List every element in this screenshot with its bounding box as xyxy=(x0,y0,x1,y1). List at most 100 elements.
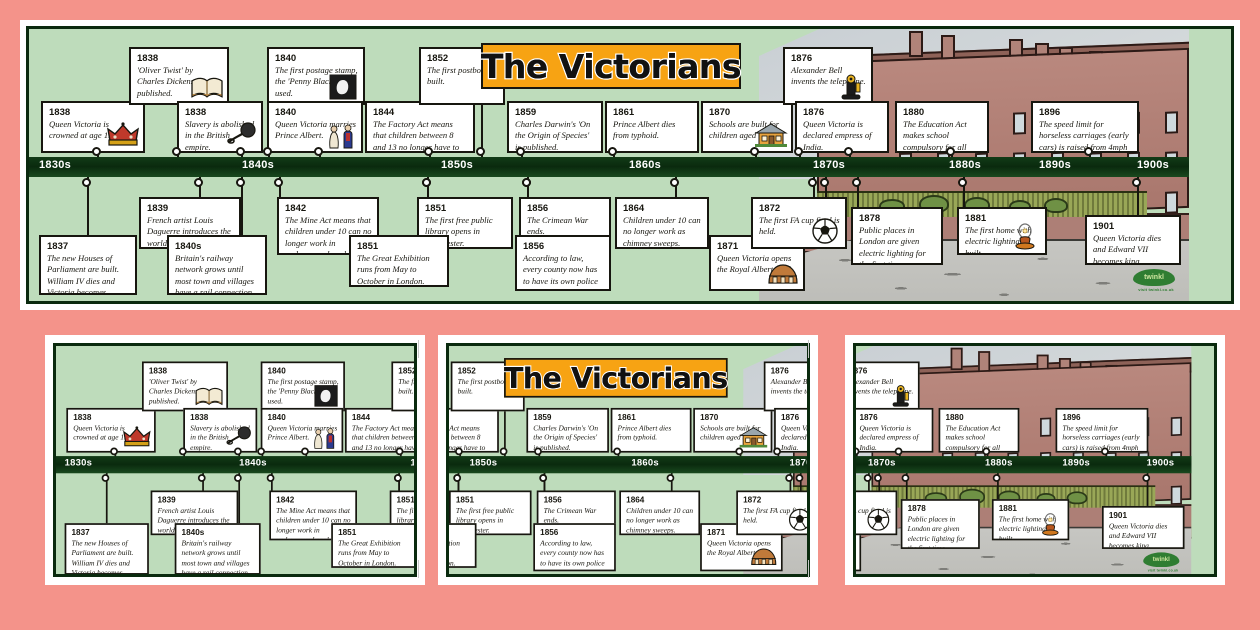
event-card[interactable]: 1876 Queen Victoria is declared empress … xyxy=(774,407,807,453)
event-description: Queen Victoria dies and Edward VII becom… xyxy=(1108,521,1168,549)
connector-line xyxy=(97,153,99,159)
event-year: 1876 xyxy=(859,413,878,423)
event-card[interactable]: 1878 Public places in London are given e… xyxy=(851,207,943,265)
event-card[interactable]: 1840 Queen Victoria marries Prince Alber… xyxy=(260,407,344,453)
event-card[interactable]: 1840 The first postage stamp, the 'Penny… xyxy=(260,361,345,412)
connector-line xyxy=(1089,153,1091,159)
event-card[interactable]: 1876 Queen Victoria is declared empress … xyxy=(856,407,934,453)
event-card[interactable]: 1896 The speed limit for horseless carri… xyxy=(1055,407,1149,453)
event-card[interactable]: 1838 'Oliver Twist' by Charles Dickens i… xyxy=(142,361,228,412)
event-description: The new Houses of Parliament are built. … xyxy=(71,538,134,575)
event-description: The speed limit for horseless carriages … xyxy=(1039,119,1129,152)
event-card[interactable]: 1861 Prince Albert dies from typhoid. xyxy=(610,407,692,453)
connector-line xyxy=(305,452,308,458)
timeline-node xyxy=(820,178,829,187)
event-year: 1851 xyxy=(396,495,415,506)
event-card[interactable]: 1881 The first home with electric lighti… xyxy=(957,207,1047,255)
event-card[interactable]: 1901 Queen Victoria dies and Edward VII … xyxy=(1085,215,1181,265)
event-card[interactable]: 1851 The Great Exhibition runs from May … xyxy=(331,523,414,568)
bush-decor xyxy=(1066,491,1088,505)
event-description: The first postage stamp, the 'Penny Blac… xyxy=(267,376,339,406)
event-card[interactable]: 1861 Prince Albert dies from typhoid. xyxy=(605,101,699,153)
event-card[interactable]: 1876 Alexander Bell invents the telephon… xyxy=(783,47,873,105)
event-card[interactable]: 1872 The first FA cup final is held. xyxy=(856,490,898,536)
event-card[interactable]: 1876 Alexander Bell invents the telephon… xyxy=(763,361,807,412)
timeline-node xyxy=(539,474,548,482)
timeline-node xyxy=(257,447,265,456)
connector-line xyxy=(670,471,673,493)
timeline-node xyxy=(992,474,1001,482)
event-card[interactable]: 1896 The speed limit for horseless carri… xyxy=(1031,101,1139,153)
thumbnail-page-2[interactable]: 1830s1840s1850s1860s1870s1880s1890s1900s… xyxy=(438,335,818,585)
timeline-node xyxy=(236,147,245,156)
event-year: 1872 xyxy=(759,203,781,214)
timeline-artboard: 1830s1840s1850s1860s1870s1880s1890s1900s… xyxy=(56,346,417,575)
event-card[interactable]: 1838 Slavery is abolished in the British… xyxy=(183,407,258,453)
event-year: 1838 xyxy=(185,107,207,118)
event-card[interactable]: 1864 Children under 10 can no longer wor… xyxy=(619,490,701,536)
event-year: 1876 xyxy=(780,413,800,423)
event-description: Slavery is abolished in the British empi… xyxy=(190,423,250,452)
event-card[interactable]: 1844 The Factory Act means that children… xyxy=(344,407,417,453)
event-card[interactable]: 1838 Queen Victoria is crowned at age 19… xyxy=(66,407,156,453)
event-description: The Mine Act means that children under 1… xyxy=(285,215,372,255)
event-card[interactable]: 1842 The Mine Act means that children un… xyxy=(277,197,379,255)
event-card[interactable]: 1881 The first home with electric lighti… xyxy=(991,499,1070,541)
event-description: Britain's railway network grows until mo… xyxy=(181,538,250,575)
event-card[interactable]: 1840 Queen Victoria marries Prince Alber… xyxy=(267,101,363,153)
event-card[interactable]: 1864 Children under 10 can no longer wor… xyxy=(615,197,709,249)
window-decor xyxy=(1013,112,1026,135)
event-card[interactable]: 1852 The first postbox is built. xyxy=(391,361,414,412)
event-card[interactable]: 1876 Alexander Bell invents the telephon… xyxy=(856,361,920,412)
decade-label: 1890s xyxy=(1062,457,1091,469)
event-description: The new Houses of Parliament are built. … xyxy=(47,253,120,295)
event-description: Slavery is abolished in the British empi… xyxy=(185,119,255,152)
event-year: 1840 xyxy=(275,53,297,64)
event-card[interactable]: 1870 Schools are built for children aged… xyxy=(701,101,793,153)
event-card[interactable]: 1851 The Great Exhibition runs from May … xyxy=(449,523,477,568)
decade-label: 1830s xyxy=(39,159,72,171)
event-card[interactable]: 1859 Charles Darwin's 'On the Origin of … xyxy=(507,101,603,153)
albert-hall-icon xyxy=(856,544,857,568)
thumbnail-page-3[interactable]: 1830s1840s1850s1860s1870s1880s1890s1900s… xyxy=(845,335,1225,585)
twinkl-wordmark: twinkl xyxy=(1133,269,1175,286)
event-card[interactable]: 1844 The Factory Act means that children… xyxy=(449,407,499,453)
event-card[interactable]: 1856 According to law, every county now … xyxy=(533,523,616,572)
event-description: The Factory Act means that children betw… xyxy=(351,423,417,452)
event-card[interactable]: 1837 The new Houses of Parliament are bu… xyxy=(39,235,137,295)
event-card[interactable]: 1851 The Great Exhibition runs from May … xyxy=(349,235,449,287)
event-year: 1859 xyxy=(533,413,552,423)
event-description: According to law, every county now has t… xyxy=(540,538,605,570)
event-card[interactable]: 1901 Queen Victoria dies and Edward VII … xyxy=(1101,505,1185,549)
event-card[interactable]: 1880 The Education Act makes school comp… xyxy=(895,101,989,153)
event-card[interactable]: 1856 According to law, every county now … xyxy=(515,235,611,291)
event-description: The first postbox is built. xyxy=(457,376,515,396)
event-card[interactable]: 1880 The Education Act makes school comp… xyxy=(938,407,1020,453)
event-year: 1856 xyxy=(540,528,559,538)
timeline-node xyxy=(982,447,991,456)
event-card[interactable]: 1872 The first FA cup final is held. xyxy=(751,197,847,249)
twinkl-logo: twinkl visit twinkl.co.uk xyxy=(1143,552,1183,574)
event-card[interactable]: 1838 Slavery is abolished in the British… xyxy=(177,101,263,153)
event-card[interactable]: 1838 'Oliver Twist' by Charles Dickens i… xyxy=(129,47,229,105)
event-card[interactable]: 1837 The new Houses of Parliament are bu… xyxy=(64,523,149,575)
event-card[interactable]: 1876 Queen Victoria is declared empress … xyxy=(795,101,889,153)
event-card[interactable]: 1872 The first FA cup final is held. xyxy=(736,490,807,536)
event-card[interactable]: 1838 Queen Victoria is crowned at age 19… xyxy=(41,101,145,153)
timeline-node xyxy=(608,147,617,156)
timeline-node xyxy=(234,474,242,482)
event-card[interactable]: 1859 Charles Darwin's 'On the Origin of … xyxy=(526,407,609,453)
thumbnail-page-1[interactable]: 1830s1840s1850s1860s1870s1880s1890s1900s… xyxy=(45,335,425,585)
event-card[interactable]: 1878 Public places in London are given e… xyxy=(900,499,980,549)
event-card[interactable]: 1842 The Mine Act means that children un… xyxy=(269,490,357,541)
event-card[interactable]: 1870 Schools are built for children aged… xyxy=(693,407,773,453)
event-card[interactable]: 1840 The first postage stamp, the 'Penny… xyxy=(267,47,365,105)
event-card[interactable]: 1840s Britain's railway network grows un… xyxy=(174,523,261,575)
timeline-node xyxy=(844,147,853,156)
event-description: The first postbox is built. xyxy=(427,65,493,87)
event-card[interactable]: 1840s Britain's railway network grows un… xyxy=(167,235,267,295)
event-card[interactable]: 1844 The Factory Act means that children… xyxy=(365,101,475,153)
event-description: Queen Victoria is crowned at age 19. xyxy=(73,423,130,442)
poster-canvas: 1830s1840s1850s1860s1870s1880s1890s1900s… xyxy=(853,343,1217,577)
